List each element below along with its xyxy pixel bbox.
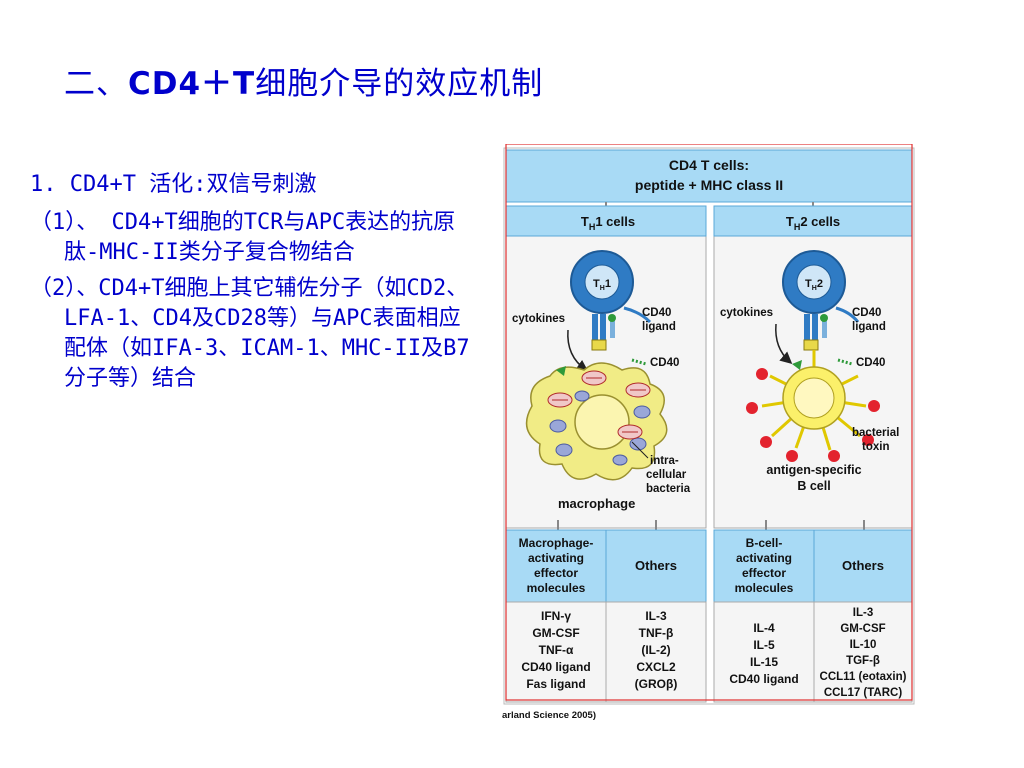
cd4-effector-figure: CD4 T cells: peptide + MHC class II TH1 …	[500, 144, 920, 724]
svg-text:molecules: molecules	[735, 581, 794, 595]
b-cell	[761, 350, 867, 451]
header-line-2: peptide + MHC class II	[635, 177, 783, 193]
header-box	[505, 149, 913, 203]
title-suffix: 细胞介导的效应机制	[255, 66, 544, 102]
list-others-right-box	[813, 601, 913, 703]
intracellular-bacteria	[547, 370, 651, 440]
list-item: TNF-α	[539, 643, 574, 657]
th1-header-box	[505, 205, 707, 237]
list-item: Fas ligand	[526, 677, 585, 691]
list-item: CD40 ligand	[521, 660, 590, 674]
th1-cd40-label: CD40	[650, 357, 679, 369]
list-others-left-box	[605, 601, 707, 703]
macrophage-nucleus	[574, 394, 630, 450]
th1-tcr	[592, 314, 598, 340]
th2-cd40l-label-2: ligand	[852, 321, 886, 333]
figure-svg: CD4 T cells: peptide + MHC class II TH1 …	[502, 144, 915, 721]
list-item: (GROβ)	[635, 677, 678, 691]
credit-text: arland Science 2005)	[502, 710, 596, 721]
slide-title: 二、CD4＋T细胞介导的效应机制	[64, 58, 543, 103]
list-item: CCL17 (TARC)	[824, 687, 903, 699]
list-item: IL-4	[753, 621, 775, 635]
svg-text:molecules: molecules	[527, 581, 586, 595]
list-item: IL-15	[750, 655, 778, 669]
list-item: CCL11 (eotaxin)	[820, 671, 907, 683]
list-item: CD40 ligand	[729, 672, 798, 686]
svg-text:effector: effector	[534, 566, 578, 580]
macrophage-label: macrophage	[558, 496, 635, 511]
bacteria-label-1: intra-	[650, 455, 679, 467]
point-1: （1）、 CD4+T细胞的TCR与APC表达的抗原肽-MHC-II类分子复合物结…	[30, 210, 456, 265]
list-item: (IL-2)	[641, 643, 670, 657]
bcell-activating-box	[713, 529, 815, 603]
svg-text:Others: Others	[635, 558, 677, 573]
red-frame	[505, 144, 913, 701]
bcell-label-1: antigen-specific	[766, 463, 861, 477]
list-item: IL-10	[850, 639, 877, 651]
th1-cd40l-label-2: ligand	[642, 321, 676, 333]
th1-cd40l-stalk	[610, 320, 615, 338]
others-right-box	[813, 529, 913, 603]
title-latin: CD4＋T	[128, 66, 256, 102]
bacteria-label-3: bacteria	[646, 483, 691, 495]
th1-cytokine-arrow	[567, 329, 589, 372]
list-item: IL-5	[753, 638, 775, 652]
list-bcell-box	[713, 601, 815, 703]
list-item: TNF-β	[639, 626, 674, 640]
th1-cytokines-label: cytokines	[512, 313, 565, 325]
list-item: IFN-γ	[541, 609, 571, 623]
body-text: 1. CD4+T 活化:双信号刺激 （1）、 CD4+T细胞的TCR与APC表达…	[30, 170, 480, 400]
title-prefix: 二、	[64, 66, 128, 102]
th1-cell-nucleus	[584, 264, 620, 300]
th2-header-label: TH2 cells	[786, 214, 840, 232]
list-item: IL-3	[645, 609, 667, 623]
toxin-label-2: toxin	[862, 441, 889, 453]
point-2: （2）、CD4+T细胞上其它辅佐分子（如CD2、LFA-1、CD4及CD28等）…	[30, 276, 470, 391]
svg-text:Others: Others	[842, 558, 884, 573]
th1-cell-label: TH1	[593, 278, 611, 292]
th1-header-label: TH1 cells	[581, 214, 635, 232]
header-line-1: CD4 T cells:	[669, 157, 749, 173]
th2-cell-nucleus	[796, 264, 832, 300]
th2-cytokines-label: cytokines	[720, 307, 773, 319]
th2-cell-label: TH2	[805, 278, 823, 292]
svg-text:activating: activating	[736, 551, 792, 565]
th2-header-box	[713, 205, 913, 237]
section-heading: 1. CD4+T 活化:双信号刺激	[30, 172, 317, 197]
th2-mhc	[803, 339, 819, 351]
svg-text:activating: activating	[528, 551, 584, 565]
th2-cd40l-label-1: CD40	[852, 307, 881, 319]
th1-cd40l-label-1: CD40	[642, 307, 671, 319]
mac-activating-box	[505, 529, 607, 603]
th2-cd40-label: CD40	[856, 357, 885, 369]
list-item: TGF-β	[846, 655, 880, 667]
list-item: CXCL2	[636, 660, 676, 674]
svg-text:Macrophage-: Macrophage-	[519, 536, 594, 550]
bacterial-toxins	[746, 368, 880, 462]
list-item: IL-3	[853, 607, 873, 619]
list-item: GM-CSF	[840, 623, 885, 635]
svg-text:effector: effector	[742, 566, 786, 580]
svg-text:B-cell-: B-cell-	[746, 536, 783, 550]
bcell-label-2: B cell	[797, 479, 830, 493]
list-mac-box	[505, 601, 607, 703]
toxin-label-1: bacterial	[852, 427, 899, 439]
th1-mhc	[591, 339, 607, 351]
th2-tcr	[804, 314, 810, 340]
th2-cytokine-arrow	[775, 323, 793, 364]
bacteria-label-2: cellular	[646, 469, 687, 481]
list-item: GM-CSF	[532, 626, 579, 640]
